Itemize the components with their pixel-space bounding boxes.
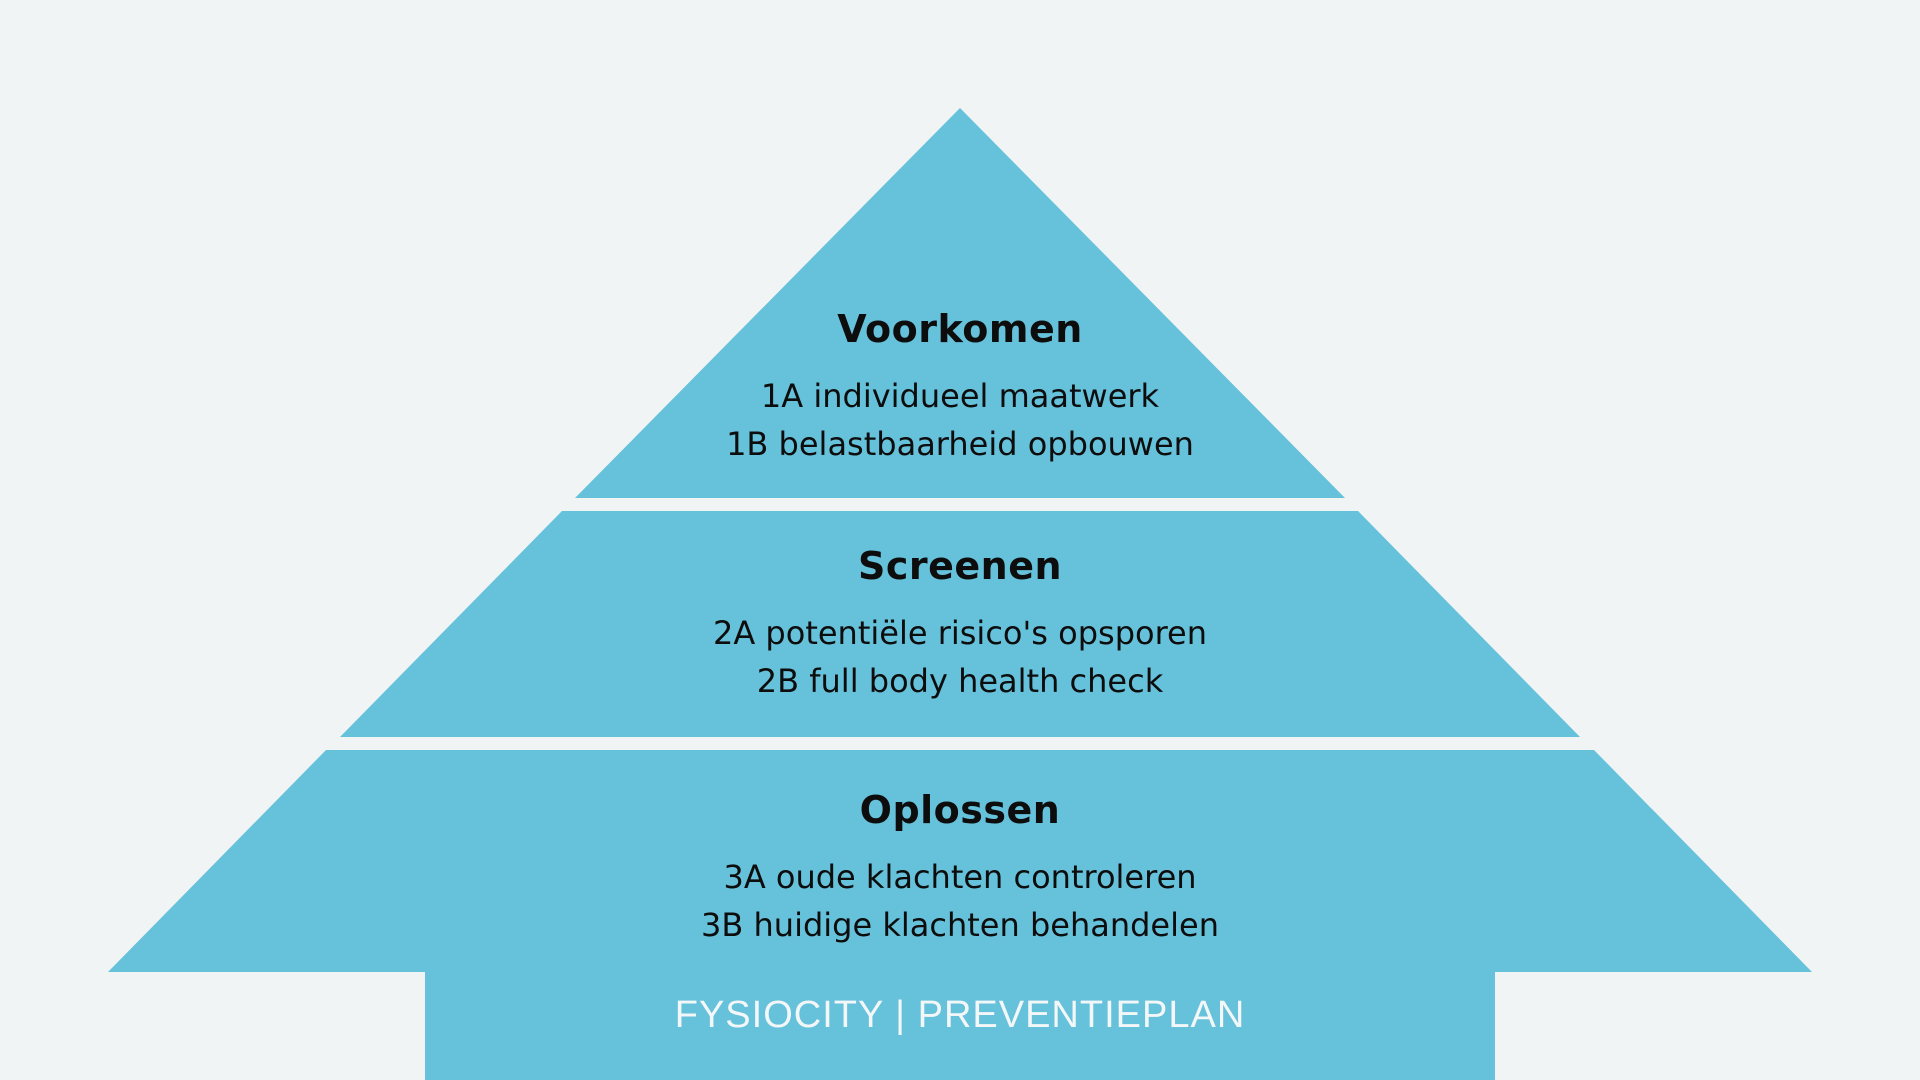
tier-3-title: Oplossen bbox=[859, 788, 1061, 832]
tier-1-line-a: 1A individueel maatwerk bbox=[760, 377, 1160, 415]
tier-2-shape bbox=[340, 511, 1580, 737]
tier-2-lines: 2A potentiële risico's opsporen 2B full … bbox=[0, 609, 1920, 705]
tier-3-line-a: 3A oude klachten controleren bbox=[723, 858, 1197, 896]
tier-2-text: Screenen 2A potentiële risico's opsporen… bbox=[0, 543, 1920, 705]
tier-2-line-b: 2B full body health check bbox=[756, 662, 1164, 700]
footer-brand-label: FYSIOCITY | PREVENTIEPLAN bbox=[674, 994, 1246, 1036]
tier-1-title: Voorkomen bbox=[837, 307, 1083, 351]
tier-3-line-b: 3B huidige klachten behandelen bbox=[701, 906, 1219, 944]
tier-2-line-a: 2A potentiële risico's opsporen bbox=[713, 614, 1207, 652]
tier-1-shape bbox=[575, 108, 1345, 498]
tier-3-text: Oplossen 3A oude klachten controleren 3B… bbox=[0, 787, 1920, 949]
tier-3-lines: 3A oude klachten controleren 3B huidige … bbox=[0, 853, 1920, 949]
tier-1-text: Voorkomen 1A individueel maatwerk 1B bel… bbox=[0, 306, 1920, 468]
tier-2-title: Screenen bbox=[857, 544, 1063, 588]
tier-1-lines: 1A individueel maatwerk 1B belastbaarhei… bbox=[0, 372, 1920, 468]
tier-3-shape bbox=[108, 750, 1812, 1080]
tier-1-line-b: 1B belastbaarheid opbouwen bbox=[726, 425, 1194, 463]
